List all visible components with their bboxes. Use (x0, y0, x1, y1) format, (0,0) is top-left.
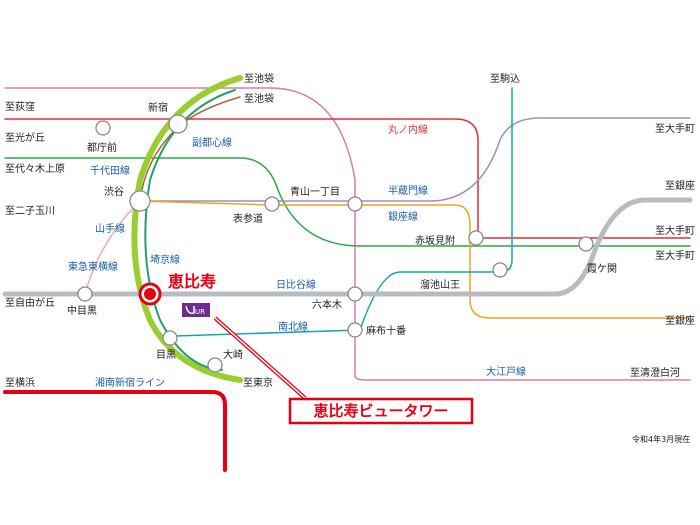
yamanote-line-path (131, 75, 243, 383)
ebisu-marker-core (144, 288, 156, 300)
ur-logo (182, 303, 210, 317)
hibiya-line-path (2, 197, 693, 297)
pointer-leader-inner (214, 317, 306, 399)
date-note: 令和4年3月現在 (632, 434, 690, 444)
kasumigaseki-label: 霞ケ関 (587, 263, 617, 275)
dest-otemachi3: 至大手町 (655, 249, 695, 262)
ginza-line-path (139, 200, 691, 319)
meguro-marker (162, 330, 178, 346)
dest-otemachi2: 至大手町 (655, 224, 695, 237)
kasumigaseki-marker (578, 236, 594, 252)
dest-ikebukuro2: 至池袋 (244, 92, 274, 105)
building-box (288, 397, 474, 425)
marunouchi-line-path (4, 118, 691, 239)
toyoko-line-path (84, 200, 141, 295)
hanzomon-line-label: 半蔵門線 (388, 184, 428, 197)
dest-ikebukuro1: 至池袋 (244, 72, 274, 85)
oedo-line-path (4, 87, 691, 381)
chiyoda-line-path (4, 157, 691, 247)
akasaka-label: 赤坂見附 (415, 234, 455, 247)
line-labels: 丸ノ内線 副都心線 千代田線 半蔵門線 銀座線 山手線 東急東横線 埼京線 日比… (68, 123, 526, 389)
namboku-line-label: 南北線 (278, 320, 308, 333)
station-labels: 新宿 都庁前 渋谷 表参道 青山一丁目 赤坂見附 溜池山王 霞ケ関 六本木 麻布… (67, 101, 617, 361)
shonan-line-label: 湘南新宿ライン (95, 376, 165, 389)
omotesando-label: 表参道 (233, 212, 263, 225)
chiyoda-line-label: 千代田線 (90, 164, 130, 177)
dest-otemachi1: 至大手町 (655, 122, 695, 135)
dest-ginza1: 至銀座 (665, 179, 695, 192)
tameike-marker (492, 262, 508, 278)
destination-labels: 至荻窪 至光が丘 至代々木上原 至二子玉川 至自由が丘 至横浜 至池袋 至池袋 … (5, 72, 695, 389)
dest-jiyugaoka: 至自由が丘 (5, 296, 55, 309)
tameike-label: 溜池山王 (420, 278, 460, 291)
dest-kiyosumi: 至清澄白河 (630, 366, 680, 379)
azabu-label: 麻布十番 (366, 324, 406, 337)
ebisu-label: 恵比寿 (168, 272, 216, 291)
azabu-marker (347, 322, 363, 338)
shonan-line-path (3, 390, 227, 472)
building-pointer: UR 恵比寿ビュータワー (182, 303, 474, 425)
dest-ogikubo: 至荻窪 (5, 100, 35, 113)
hibiya-line-label: 日比谷線 (276, 278, 316, 291)
roppongi-label: 六本木 (312, 298, 342, 311)
hanzomon-line-path (139, 117, 691, 202)
ur-logo-text: UR (195, 308, 205, 316)
dest-tokyo: 至東京 (243, 376, 273, 389)
station-markers (77, 114, 594, 373)
roppongi-marker (347, 286, 363, 302)
dest-yokohama: 至横浜 (5, 376, 35, 389)
saikyo-line-label: 埼京線 (150, 253, 180, 266)
dest-ginza2: 至銀座 (665, 314, 695, 327)
saikyo-line-path (144, 89, 236, 371)
akasaka-marker (468, 230, 484, 246)
nakameguro-label: 中目黒 (67, 304, 97, 317)
marunouchi-line-label: 丸ノ内線 (388, 123, 428, 136)
osaki-label: 大崎 (223, 348, 243, 361)
dest-yoyogiuehara: 至代々木上原 (5, 163, 65, 175)
toyoko-line-label: 東急東横線 (68, 260, 118, 273)
ginza-line-label: 銀座線 (388, 210, 418, 223)
tochomae-label: 都庁前 (87, 141, 117, 154)
meguro-label: 目黒 (156, 349, 176, 361)
tochomae-marker (95, 120, 111, 136)
nakameguro-marker (77, 286, 93, 302)
dest-hikarigaoka: 至光が丘 (5, 131, 45, 144)
building-name: 恵比寿ビュータワー (313, 402, 448, 420)
aoyama-label: 青山一丁目 (290, 185, 340, 198)
osaki-marker (207, 357, 223, 373)
dest-futakotamagawa: 至二子玉川 (5, 205, 55, 217)
yamanote-line-label: 山手線 (95, 222, 125, 235)
aoyama-marker (347, 196, 363, 212)
shibuya-label: 渋谷 (104, 185, 124, 198)
dest-komagome: 至駒込 (490, 73, 520, 85)
shibuya-marker (129, 190, 151, 212)
omotesando-marker (264, 196, 280, 212)
shinjuku-marker (168, 114, 188, 134)
fukutoshin-line-label: 副都心線 (192, 136, 232, 149)
namboku-line-path (174, 87, 513, 337)
ur-logo-mark (185, 305, 195, 315)
oedo-line-label: 大江戸線 (486, 365, 526, 378)
shinjuku-label: 新宿 (148, 101, 168, 114)
